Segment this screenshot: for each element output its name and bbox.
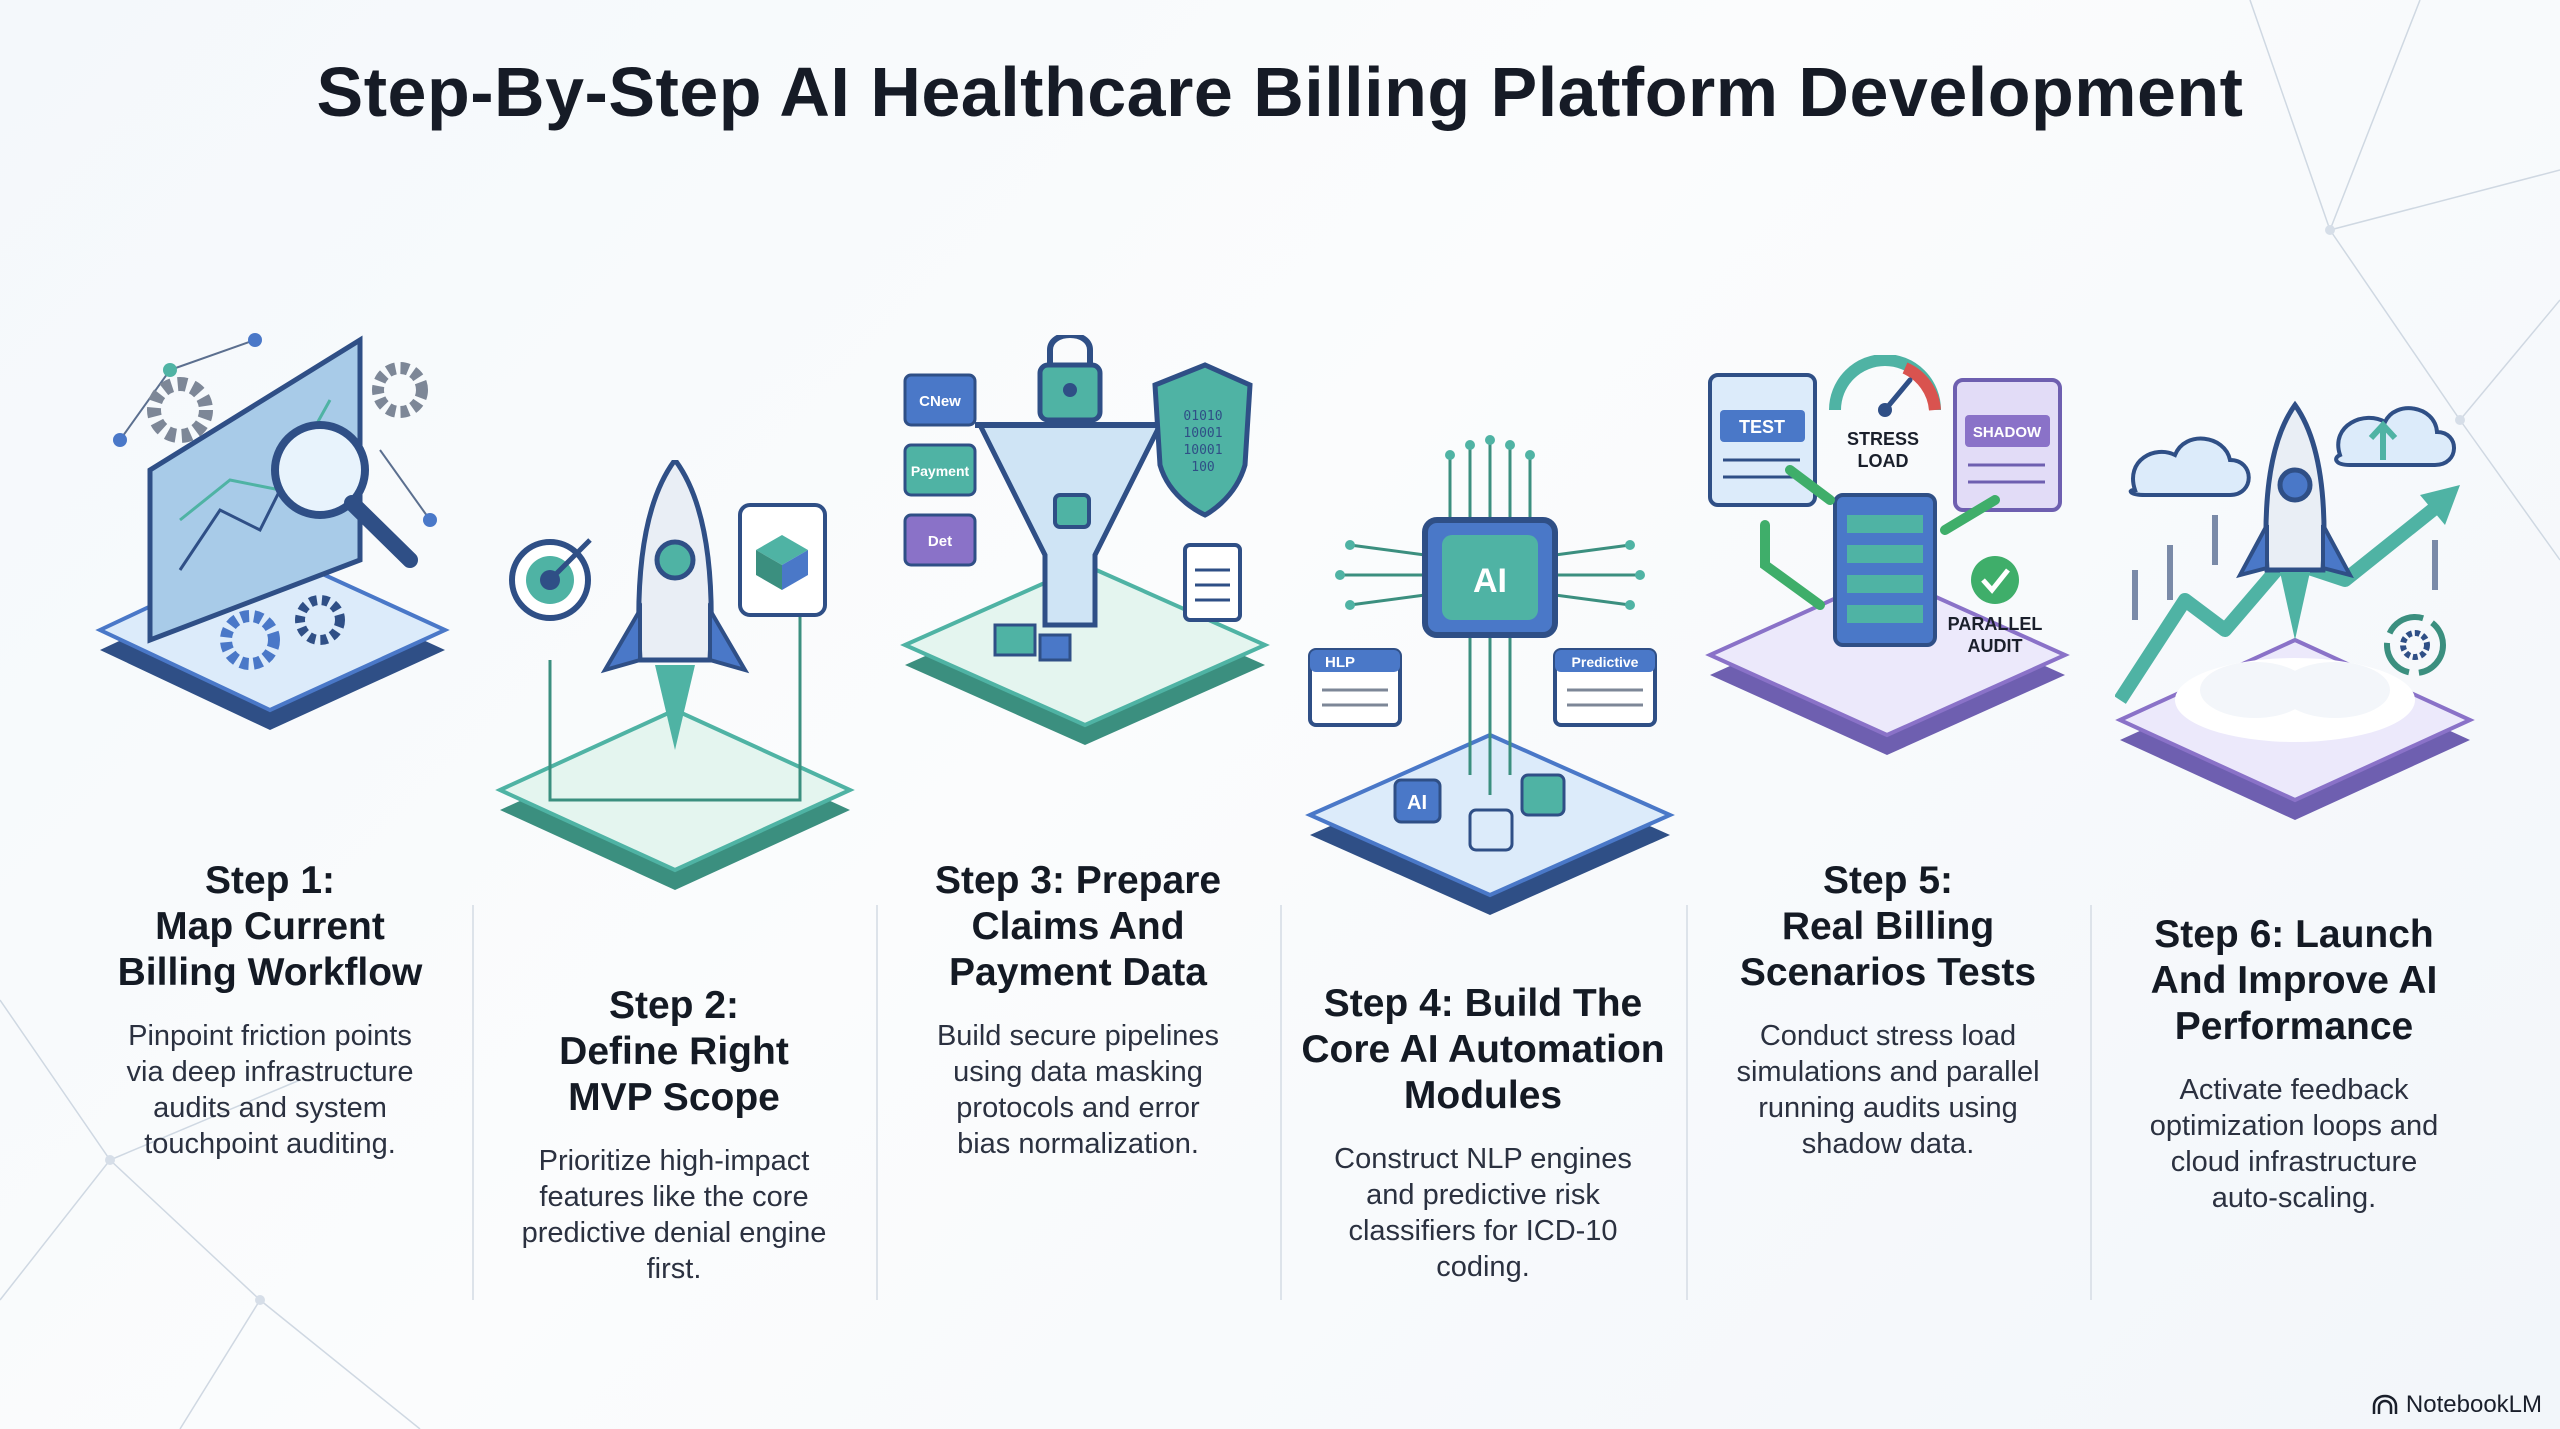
gear-icon	[147, 362, 428, 670]
cube-card-icon	[738, 503, 827, 617]
magnifier-icon	[271, 421, 418, 568]
page-title: Step-By-Step AI Healthcare Billing Platf…	[316, 53, 2244, 131]
step-5-illustration: TEST SHADOW STRESS LOAD PARALLEL AUDIT	[1705, 355, 2070, 755]
brand-watermark: NotebookLM	[2372, 1391, 2542, 1419]
step-5-description: Conduct stress load simulations and para…	[1736, 1020, 2040, 1160]
svg-text:01010: 01010	[1183, 409, 1222, 424]
rocket-icon	[600, 460, 750, 750]
brand-name: NotebookLM	[2405, 1391, 2542, 1418]
step-2-title: Step 2: Define Right MVP Scope	[559, 984, 789, 1119]
data-cards: CNew Payment Det	[903, 373, 977, 567]
step-6-description: Activate feedback optimization loops and…	[2149, 1074, 2439, 1214]
step-3-description: Build secure pipelines using data maskin…	[936, 1020, 1220, 1160]
svg-text:PARALLEL: PARALLEL	[1948, 614, 2043, 634]
ai-chip-icon: AI	[1422, 517, 1558, 638]
network-nodes-icon	[113, 333, 437, 527]
svg-text:SHADOW: SHADOW	[1973, 424, 2042, 441]
svg-text:100: 100	[1191, 460, 1214, 475]
test-card: TEST	[1708, 373, 1817, 507]
step-2-illustration	[495, 460, 855, 890]
svg-text:AI: AI	[1473, 562, 1507, 600]
step-2-description: Prioritize high-impact features like the…	[521, 1145, 827, 1285]
column-divider	[2090, 905, 2092, 1300]
step-1-description: Pinpoint friction points via deep infras…	[126, 1020, 414, 1160]
rocket-icon	[2236, 400, 2354, 640]
step-6-illustration	[2115, 400, 2475, 820]
step-2: Step 2: Define Right MVP Scope Prioritiz…	[474, 983, 874, 1287]
shadow-card: SHADOW	[1953, 378, 2062, 512]
lock-icon	[1037, 335, 1103, 529]
step-4-illustration: AI HLP Predictive AI	[1305, 435, 1675, 915]
step-1-title: Step 1: Map Current Billing Workflow	[117, 859, 423, 994]
step-3-title: Step 3: Prepare Claims And Payment Data	[934, 859, 1222, 994]
svg-text:Det: Det	[928, 533, 952, 550]
svg-text:STRESS: STRESS	[1847, 429, 1919, 449]
column-divider	[1280, 905, 1282, 1300]
document-icon	[1183, 543, 1242, 622]
svg-text:AI: AI	[1407, 792, 1427, 814]
check-icon	[1971, 556, 2019, 604]
svg-text:LOAD: LOAD	[1858, 451, 1909, 471]
step-6-title: Step 6: Launch And Improve AI Performanc…	[2150, 913, 2438, 1048]
refresh-gear-icon	[2384, 614, 2446, 676]
svg-text:CNew: CNew	[919, 393, 961, 410]
predictive-card: Predictive	[1553, 648, 1657, 727]
svg-text:10001: 10001	[1183, 443, 1222, 458]
svg-text:AUDIT: AUDIT	[1968, 636, 2023, 656]
step-4-title: Step 4: Build The Core AI Automation Mod…	[1301, 982, 1665, 1117]
column-divider	[472, 905, 474, 1300]
column-divider	[1686, 905, 1688, 1300]
notebooklm-logo-icon	[2372, 1394, 2398, 1414]
step-3: Step 3: Prepare Claims And Payment Data …	[878, 858, 1278, 1162]
svg-text:Predictive: Predictive	[1572, 654, 1639, 670]
svg-text:10001: 10001	[1183, 426, 1222, 441]
shield-icon: 01010 10001 10001 100	[1152, 362, 1253, 518]
checklist-card	[1833, 493, 1937, 647]
hlp-card: HLP	[1308, 648, 1402, 727]
column-divider	[876, 905, 878, 1300]
step-5: Step 5: Real Billing Scenarios Tests Con…	[1688, 858, 2088, 1162]
svg-text:Payment: Payment	[911, 463, 970, 479]
target-icon	[509, 538, 592, 621]
step-6: Step 6: Launch And Improve AI Performanc…	[2092, 912, 2496, 1216]
svg-text:HLP: HLP	[1325, 654, 1355, 671]
step-1: Step 1: Map Current Billing Workflow Pin…	[70, 858, 470, 1162]
svg-text:TEST: TEST	[1739, 417, 1785, 437]
step-3-illustration: CNew Payment Det 01010 10001 10001 100	[900, 335, 1270, 745]
step-5-title: Step 5: Real Billing Scenarios Tests	[1739, 859, 2037, 994]
step-4-description: Construct NLP engines and predictive ris…	[1334, 1143, 1632, 1283]
step-4: Step 4: Build The Core AI Automation Mod…	[1282, 981, 1684, 1285]
gauge-icon	[1829, 355, 1941, 417]
step-1-illustration	[95, 333, 450, 730]
cloud-icon	[2128, 406, 2456, 497]
